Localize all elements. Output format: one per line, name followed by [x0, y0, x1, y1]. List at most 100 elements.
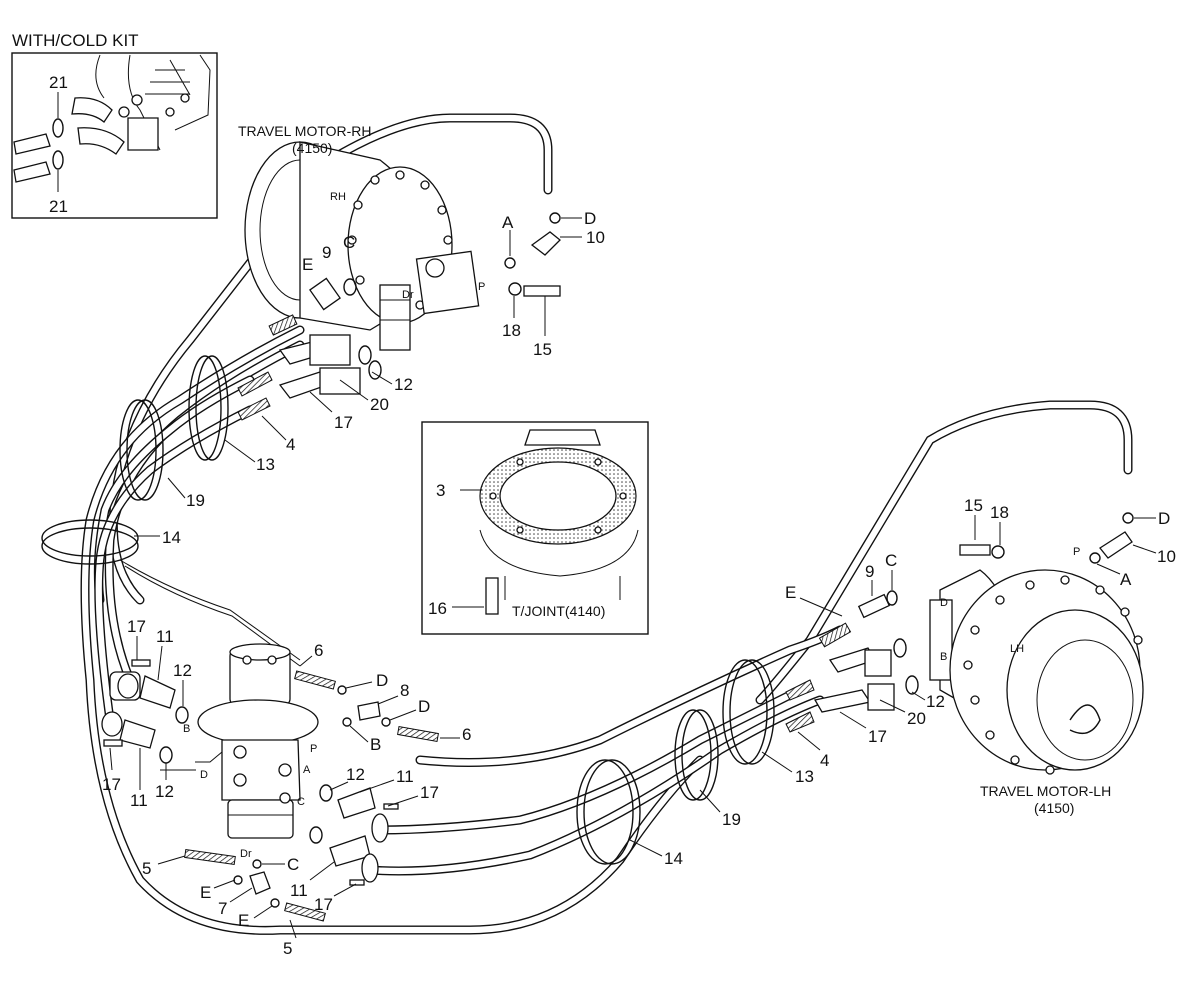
rh-o-ring-c [343, 278, 357, 296]
callout-c: C [287, 855, 299, 874]
lh-o-ring-c [886, 590, 898, 606]
travel-motor-lh: TRAVEL MOTOR-LH (4150) LH P D B [929, 546, 1144, 816]
callout-11-right: 11 [396, 767, 414, 786]
lh-port-b: B [940, 651, 947, 663]
lh-adapter-9 [857, 593, 891, 619]
callout-12-right: 12 [346, 765, 365, 784]
rh-side-mark: RH [330, 191, 346, 203]
lh-band-19 [681, 709, 719, 801]
callout-6-top: 6 [314, 641, 323, 660]
rh-clamp-14 [41, 519, 139, 557]
o-ring-21-upper [52, 118, 64, 138]
tjoint-port-c: C [297, 796, 305, 808]
callout-11-top: 11 [156, 627, 174, 646]
callout-lh-d: D [1158, 509, 1170, 528]
callout-rh-a: A [502, 213, 514, 232]
lh-o-ring-a [1089, 552, 1101, 564]
callout-lh-4: 4 [820, 751, 829, 770]
lh-port-p: P [1073, 546, 1080, 558]
callout-e-top: E [200, 883, 211, 902]
callout-rh-13: 13 [256, 455, 275, 474]
rh-title: TRAVEL MOTOR-RH [238, 123, 372, 139]
callout-rh-10: 10 [586, 228, 605, 247]
lh-washer-18 [991, 545, 1005, 559]
center-callouts: 17 11 12 17 11 12 6 D 8 D B 6 12 11 17 C… [102, 617, 471, 958]
callout-lh-19: 19 [722, 810, 741, 829]
lh-elbow-10 [1099, 531, 1133, 559]
rh-o-ring-d [549, 212, 561, 224]
callout-17-top: 17 [127, 617, 146, 636]
lh-clamp-14 [576, 759, 634, 865]
callout-21-bottom: 21 [49, 197, 68, 216]
callout-e-bottom: E [238, 911, 249, 930]
lh-clamps [576, 659, 775, 865]
callout-rh-18: 18 [502, 321, 521, 340]
rh-washer-18 [508, 282, 522, 296]
callout-5-bottom: 5 [283, 939, 292, 958]
callout-11-bottom: 11 [290, 881, 308, 900]
lh-port-d: D [940, 597, 948, 609]
callout-lh-20: 20 [907, 709, 926, 728]
tee-8 [357, 701, 381, 721]
lh-o-ring-d [1122, 512, 1134, 524]
callout-rh-19: 19 [186, 491, 205, 510]
callout-lh-18: 18 [990, 503, 1009, 522]
callout-tjoint-16: 16 [428, 599, 447, 618]
tjoint-frame [421, 421, 649, 635]
tjoint-title: T/JOINT(4140) [512, 603, 605, 619]
rh-band-19 [126, 399, 164, 501]
rh-o-ring-a [504, 257, 516, 269]
callout-lh-14: 14 [664, 849, 683, 868]
callout-lh-e: E [785, 583, 796, 602]
lh-callouts: 15 18 D 10 A 9 C E 12 20 17 4 13 19 14 [629, 496, 1176, 868]
lh-title: TRAVEL MOTOR-LH [980, 783, 1111, 799]
callout-12-top: 12 [173, 661, 192, 680]
tjoint-port-b: B [183, 723, 190, 735]
callout-lh-17: 17 [868, 727, 887, 746]
bolt-16 [485, 577, 499, 615]
hose-end-5-bottom [284, 902, 326, 922]
callout-rh-c: C [343, 233, 355, 252]
callout-lh-c: C [885, 551, 897, 570]
callout-7: 7 [218, 899, 227, 918]
callout-rh-12: 12 [394, 375, 413, 394]
callout-lh-10: 10 [1157, 547, 1176, 566]
rh-adapter-9 [309, 277, 341, 311]
callout-lh-13: 13 [795, 767, 814, 786]
callout-rh-15: 15 [533, 340, 552, 359]
lh-clamp-13 [722, 659, 768, 765]
callout-b: B [370, 735, 381, 754]
lh-bolt-circle [963, 575, 1143, 775]
callout-rh-17: 17 [334, 413, 353, 432]
callout-d-mid: D [418, 697, 430, 716]
lh-side-mark: LH [1010, 643, 1024, 655]
callout-rh-20: 20 [370, 395, 389, 414]
callout-17-bottom: 17 [314, 895, 333, 914]
inset-frame [11, 52, 218, 219]
rh-port-dr: Dr [402, 289, 414, 301]
callout-17-mid: 17 [102, 775, 121, 794]
callout-rh-9: 9 [322, 243, 331, 262]
o-ring-21-lower [52, 150, 64, 170]
callout-lh-12: 12 [926, 692, 945, 711]
o-ring-c-bottom [252, 859, 262, 869]
callout-21-top: 21 [49, 73, 68, 92]
hose-end-5-top [184, 848, 236, 866]
rh-fittings [237, 212, 561, 421]
rh-callouts: A D 10 18 15 E 9 C 12 20 17 4 13 19 14 [134, 209, 605, 547]
callout-rh-d: D [584, 209, 596, 228]
lh-bolt-15 [959, 544, 991, 556]
callout-d-top: D [376, 671, 388, 690]
hose-end-6-mid [397, 726, 439, 742]
rh-clamps [41, 355, 229, 565]
lh-fittings [785, 512, 1134, 733]
callout-12-mid: 12 [155, 782, 174, 801]
callout-5-top: 5 [142, 859, 151, 878]
cold-kit-inset: WITH/COLD KIT 21 21 [11, 31, 218, 219]
rh-code: (4150) [292, 140, 332, 156]
rh-elbow-10 [530, 231, 561, 256]
callout-rh-14: 14 [162, 528, 181, 547]
callout-8: 8 [400, 681, 409, 700]
callout-11-mid: 11 [130, 791, 148, 810]
